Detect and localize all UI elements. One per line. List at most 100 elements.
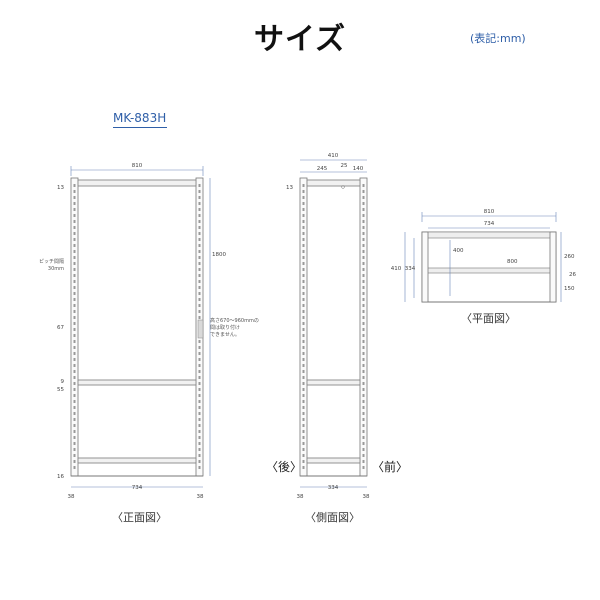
post-hole (302, 298, 305, 301)
post-hole (362, 394, 365, 397)
post-hole (73, 424, 76, 427)
post-hole (302, 214, 305, 217)
post-hole (198, 448, 201, 451)
side-part-c-label: 140 (353, 166, 364, 172)
side-post-left-label: 38 (297, 494, 304, 500)
post-hole (73, 334, 76, 337)
post-hole (73, 232, 76, 235)
post-hole (73, 406, 76, 409)
side-view: 410 245 25 140 13 38 334 38 (286, 153, 370, 500)
post-hole (302, 184, 305, 187)
post-hole (302, 190, 305, 193)
post-hole (302, 376, 305, 379)
post-hole (362, 346, 365, 349)
post-hole (302, 286, 305, 289)
front-view: 810 1800 13 ピッチ間隔 30mm 67 9 55 16 高さ670〜… (39, 163, 259, 500)
post-hole (73, 220, 76, 223)
post-hole (362, 334, 365, 337)
post-hole (73, 196, 76, 199)
post-hole (302, 232, 305, 235)
post-hole (362, 244, 365, 247)
post-hole (198, 232, 201, 235)
post-hole (73, 184, 76, 187)
post-hole (362, 274, 365, 277)
post-hole (362, 232, 365, 235)
post-hole (302, 244, 305, 247)
post-hole (302, 274, 305, 277)
post-hole (198, 412, 201, 415)
front-bottom-shelf (77, 457, 197, 464)
post-hole (73, 388, 76, 391)
post-hole (198, 454, 201, 457)
post-hole (198, 286, 201, 289)
post-hole (198, 184, 201, 187)
post-hole (302, 226, 305, 229)
post-hole (73, 202, 76, 205)
post-hole (73, 340, 76, 343)
side-middle-shelf (306, 379, 361, 386)
pitch-label-2: 30mm (48, 266, 64, 272)
no-mount-zone-marker (197, 319, 204, 339)
plan-inner-b-label: 800 (507, 259, 518, 265)
post-hole (73, 364, 76, 367)
post-hole (362, 460, 365, 463)
post-hole (302, 262, 305, 265)
post-hole (362, 220, 365, 223)
front-left-post-holes (73, 184, 76, 469)
post-hole (198, 376, 201, 379)
post-hole (302, 394, 305, 397)
post-hole (362, 382, 365, 385)
post-hole (198, 244, 201, 247)
post-hole (73, 418, 76, 421)
front-post-right-label: 38 (197, 494, 204, 500)
post-hole (73, 310, 76, 313)
post-hole (302, 280, 305, 283)
post-hole (73, 382, 76, 385)
post-hole (73, 352, 76, 355)
post-hole (362, 322, 365, 325)
post-hole (362, 184, 365, 187)
post-hole (362, 214, 365, 217)
post-hole (362, 466, 365, 469)
post-hole (362, 418, 365, 421)
front-top-gap-label: 13 (57, 185, 64, 191)
post-hole (73, 376, 76, 379)
post-hole (362, 424, 365, 427)
post-hole (302, 442, 305, 445)
post-hole (302, 310, 305, 313)
post-hole (362, 400, 365, 403)
post-hole (198, 436, 201, 439)
post-hole (302, 418, 305, 421)
post-hole (302, 202, 305, 205)
post-hole (362, 196, 365, 199)
post-hole (73, 346, 76, 349)
post-hole (362, 376, 365, 379)
post-hole (198, 238, 201, 241)
plan-outline (421, 231, 557, 303)
plan-inner-width-label: 734 (484, 221, 495, 227)
post-hole (362, 406, 365, 409)
post-hole (362, 280, 365, 283)
post-hole (362, 304, 365, 307)
post-hole (73, 250, 76, 253)
side-view-caption: 〈側面図〉 (305, 511, 360, 524)
post-hole (198, 280, 201, 283)
post-hole (362, 412, 365, 415)
front-shelf-gap-b-label: 55 (57, 387, 64, 393)
post-hole (198, 400, 201, 403)
post-hole (362, 262, 365, 265)
side-depth-label: 410 (328, 153, 339, 159)
post-hole (302, 436, 305, 439)
post-hole (302, 328, 305, 331)
post-hole (73, 268, 76, 271)
post-hole (362, 250, 365, 253)
front-view-caption: 〈正面図〉 (112, 511, 167, 524)
post-hole (73, 466, 76, 469)
post-hole (302, 292, 305, 295)
side-bottom-shelf (306, 457, 361, 464)
post-hole (198, 370, 201, 373)
post-hole (302, 454, 305, 457)
front-width-label: 810 (132, 163, 143, 169)
post-hole (73, 208, 76, 211)
